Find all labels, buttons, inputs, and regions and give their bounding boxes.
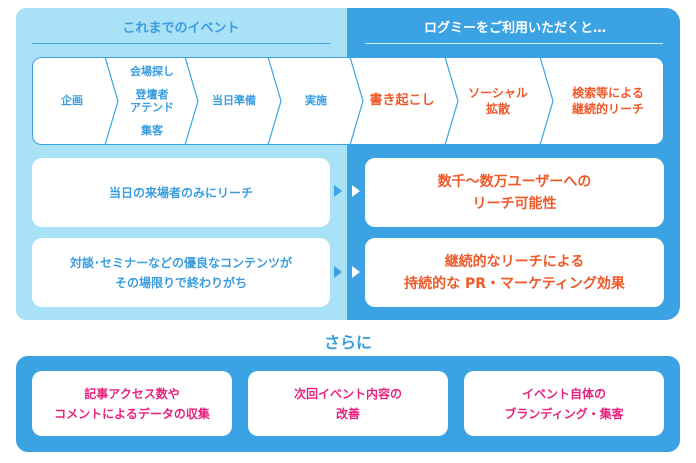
step-transcription: 書き起こし — [369, 93, 435, 108]
after-card-pr: 継続的なリーチによる持続的な PR・マーケティング効果 — [365, 238, 664, 307]
before-card-reach: 当日の来場者のみにリーチ — [32, 158, 330, 227]
before-divider — [32, 43, 330, 44]
chevron-divider — [104, 57, 119, 145]
arrow-right-icon — [334, 266, 342, 278]
after-heading: ログミーをご利用いただくと… — [423, 21, 606, 36]
furthermore-heading: さらに — [323, 333, 372, 352]
benefit-card-branding: イベント自体のブランディング・集客 — [464, 371, 664, 436]
arrow-right-icon — [352, 185, 360, 197]
step-continuous-reach: 検索等による継続的リーチ — [571, 86, 645, 116]
step-preparation: 当日準備 — [212, 94, 256, 107]
step-planning: 企画 — [61, 94, 83, 107]
process-chevrons — [32, 57, 664, 145]
step-social-spread: ソーシャル拡散 — [468, 86, 528, 116]
benefit-card-improvement: 次回イベント内容の改善 — [248, 371, 448, 436]
after-divider — [365, 43, 663, 44]
benefit-card-data: 記事アクセス数やコメントによるデータの収集 — [32, 371, 232, 436]
arrow-right-icon — [334, 185, 342, 197]
process-flow: 企画 会場探し 登壇者 アテンド 集客 当日準備 実施 書き起こし ソーシャル拡… — [32, 57, 664, 145]
chevron-divider — [444, 57, 459, 145]
chevron-divider — [184, 57, 199, 145]
after-card-reach: 数千～数万ユーザーへのリーチ可能性 — [365, 158, 664, 227]
step-execution: 実施 — [305, 94, 327, 107]
before-card-content: 対談･セミナーなどの優良なコンテンツがその場限りで終わりがち — [32, 238, 330, 307]
before-heading: これまでのイベント — [122, 21, 240, 36]
chevron-divider — [267, 57, 282, 145]
chevron-divider — [349, 57, 364, 145]
arrow-right-icon — [352, 266, 360, 278]
step-venue-speakers-attendance: 会場探し 登壇者 アテンド 集客 — [130, 65, 174, 137]
chevron-divider — [539, 57, 554, 145]
